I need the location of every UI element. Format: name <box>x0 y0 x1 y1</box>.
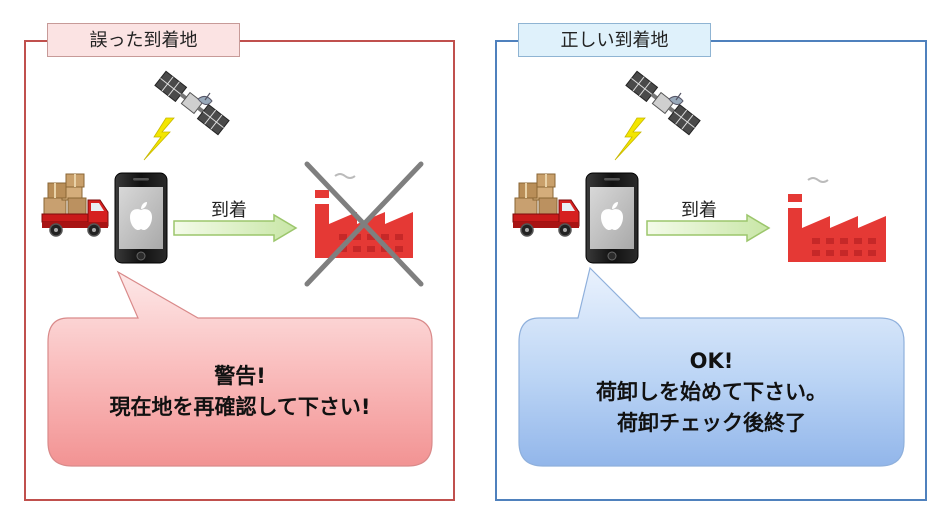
right-factory-icon <box>787 177 887 263</box>
cross-mark-icon <box>304 161 424 287</box>
wrong-speech-bubble <box>47 270 433 467</box>
ok-title: OK! <box>689 348 734 373</box>
wrong-lightning-icon <box>143 117 175 161</box>
right-arrival-label: 到着 <box>681 200 717 221</box>
wrong-truck-icon <box>41 173 109 237</box>
tab-wrong-destination: 誤った到着地 <box>47 23 240 57</box>
tab-correct-destination: 正しい到着地 <box>518 23 711 57</box>
warning-text: 現在地を再確認して下さい! <box>109 395 371 419</box>
right-truck-icon <box>512 173 580 237</box>
right-speech-bubble <box>518 266 905 467</box>
ok-message: OK! 荷卸しを始めて下さい。 荷卸チェック後終了 <box>519 318 904 466</box>
ok-text-finish-after-check: 荷卸チェック後終了 <box>617 410 806 435</box>
warning-title: 警告! <box>214 364 266 388</box>
ok-text-start-unloading: 荷卸しを始めて下さい。 <box>596 379 827 404</box>
right-lightning-icon <box>614 117 646 161</box>
warning-message: 警告! 現在地を再確認して下さい! <box>48 318 432 466</box>
wrong-arrival-label: 到着 <box>211 200 247 221</box>
